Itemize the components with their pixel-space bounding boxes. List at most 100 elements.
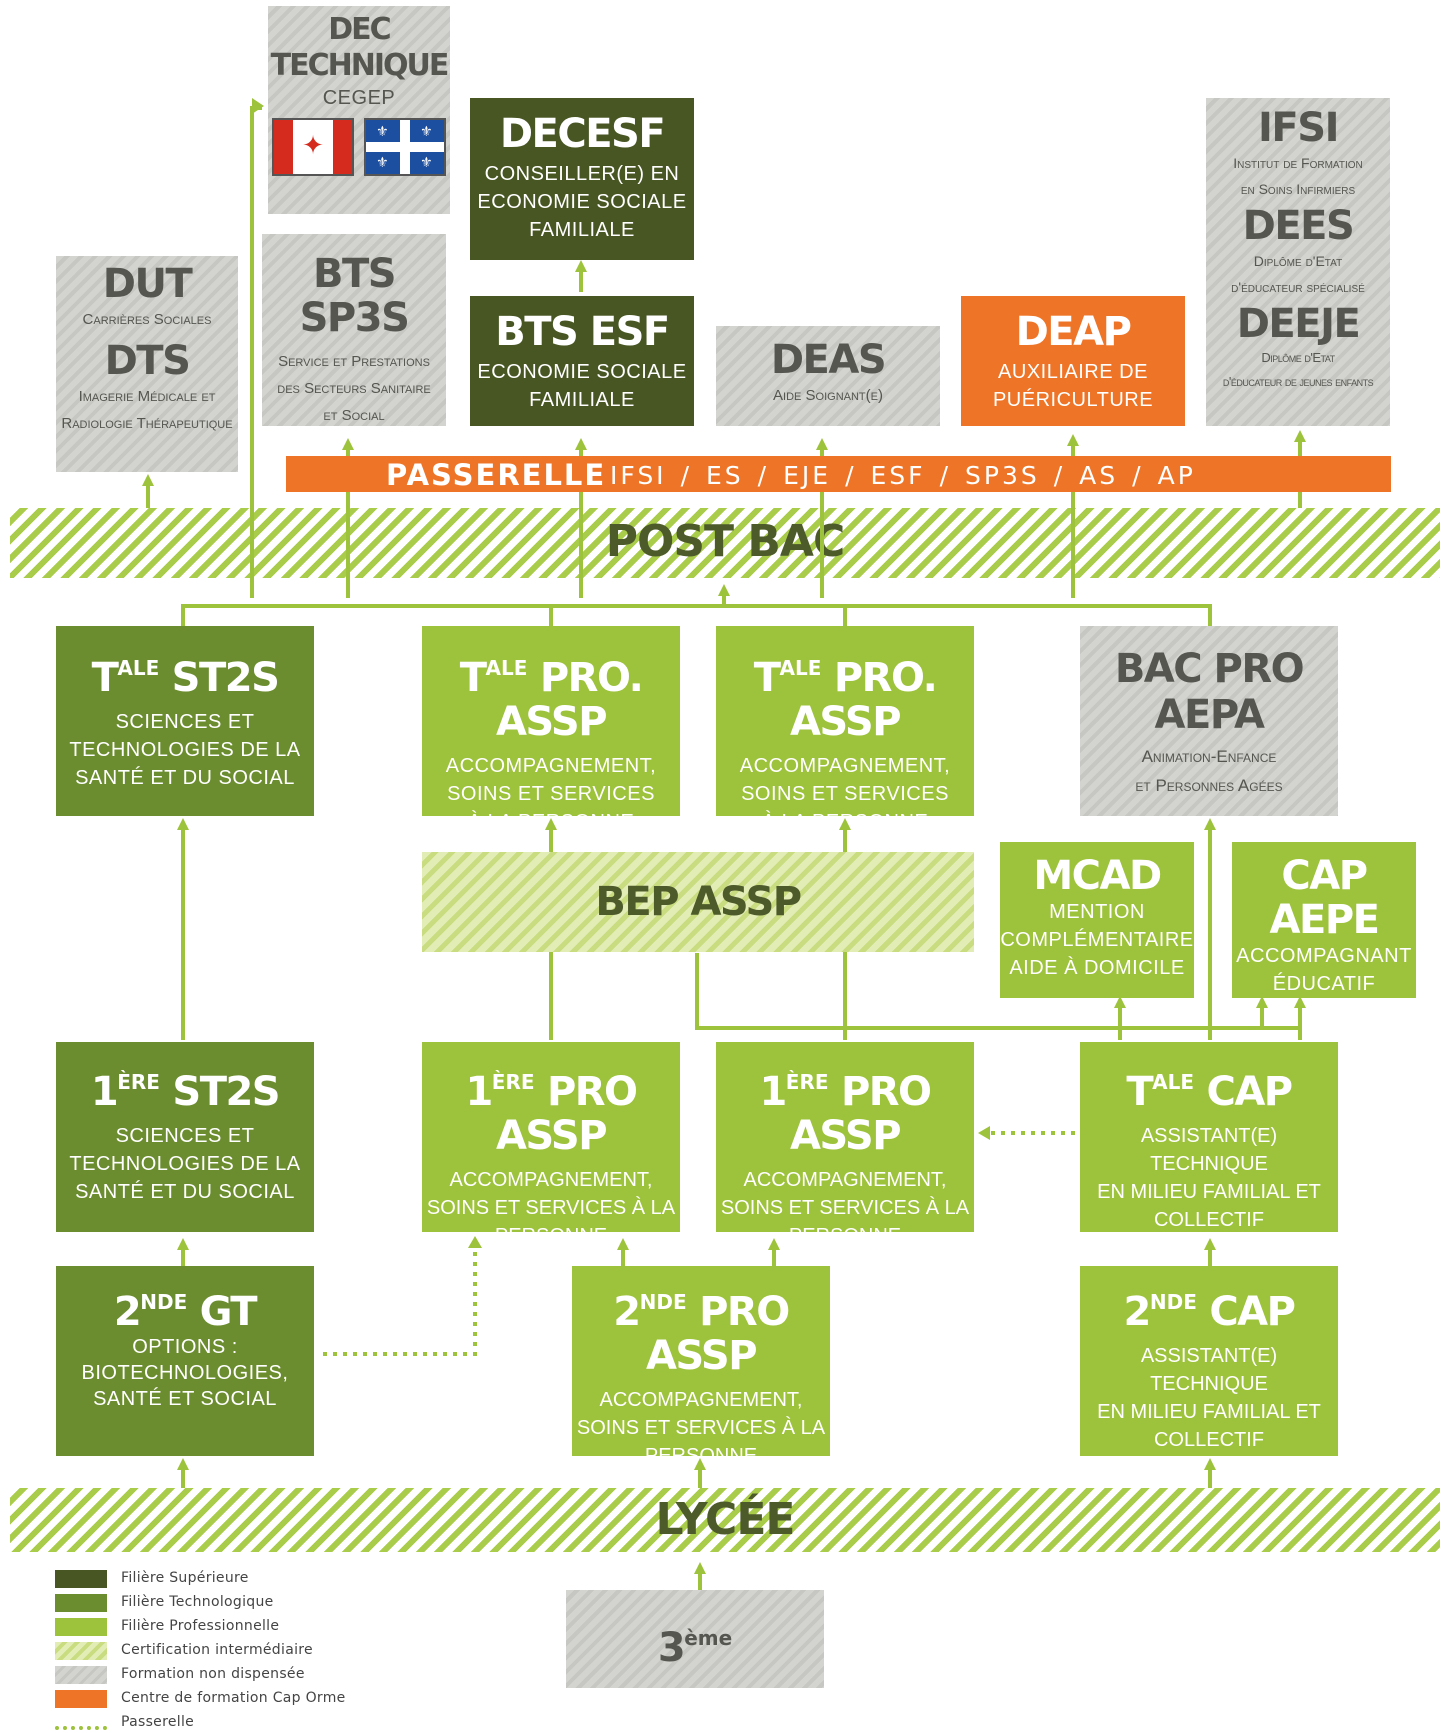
decesf-box: DECESF CONSEILLER(E) EN ECONOMIE SOCIALE… [470, 98, 694, 260]
post-bac-label: POST BAC [605, 516, 846, 567]
lycee-label: LYCÉE [655, 1494, 796, 1545]
legend-label: Filière Technologique [121, 1594, 274, 1610]
dees-title: DEES [1242, 203, 1355, 249]
bts-esf-title: BTS ESF [495, 309, 670, 355]
passerelle-separator: / [757, 461, 770, 490]
legend-label: Filière Professionnelle [121, 1618, 280, 1634]
legend-swatch [55, 1570, 107, 1588]
passerelle-items: IFSI/ES/EJE/ESF/SP3S/AS/AP [610, 461, 1210, 490]
passerelle-item: ES [706, 461, 744, 490]
bts-esf-sub: ECONOMIE SOCIALE FAMILIALE [477, 361, 687, 411]
bac-pro-aepa-title: BAC PRO AEPA [1114, 646, 1305, 738]
deap-box: DEAP AUXILIAIRE DE PUÉRICULTURE [961, 296, 1185, 426]
cap-aepe-sub: ACCOMPAGNANT ÉDUCATIF PETITE ENFANCE [1236, 945, 1412, 995]
tale-pro-domicile-box: TALE PRO. ASSP ACCOMPAGNEMENT, SOINS ET … [716, 626, 974, 816]
bts-sp3s-title: BTS SP3S [299, 251, 410, 341]
legend-swatch [55, 1720, 107, 1730]
premiere-st2s-box: 1ÈRE ST2S SCIENCES ET TECHNOLOGIES DE LA… [56, 1042, 314, 1232]
dees-sub: Diplôme d'Etat d'éducateur spécialisé [1231, 253, 1365, 295]
dut-sub: Carrières Sociales [82, 311, 212, 328]
bts-sp3s-box: BTS SP3S Service et Prestations des Sect… [262, 234, 446, 426]
canada-flag-icon: ✦ [272, 118, 354, 176]
deeje-title: DEEJE [1236, 301, 1361, 347]
legend-swatch [55, 1690, 107, 1708]
passerelle-item: AP [1157, 461, 1196, 490]
dts-title: DTS [104, 338, 191, 384]
passerelle-item: ESF [870, 461, 926, 490]
lycee-band: LYCÉE [10, 1488, 1440, 1552]
legend-label: Passerelle [121, 1714, 195, 1730]
passerelle-separator: / [845, 461, 857, 490]
passerelle-item: SP3S [965, 461, 1040, 490]
passerelle-separator: / [939, 461, 951, 490]
deas-sub: Aide Soignant(e) [773, 387, 883, 404]
dts-sub: Imagerie Médicale et Radiologie Thérapeu… [61, 388, 233, 432]
passerelle-separator: / [680, 461, 692, 490]
tale-pro-structure-box: TALE PRO. ASSP ACCOMPAGNEMENT, SOINS ET … [422, 626, 680, 816]
legend-label: Formation non dispensée [121, 1666, 305, 1682]
quebec-flag-icon: ⚜ ⚜ ⚜ ⚜ [364, 118, 446, 176]
ifsi-title: IFSI [1258, 105, 1339, 151]
troisieme-title: 3ème [657, 1625, 733, 1671]
deap-title: DEAP [1015, 309, 1132, 355]
bts-esf-box: BTS ESF ECONOMIE SOCIALE FAMILIALE [470, 296, 694, 426]
deas-box: DEAS Aide Soignant(e) [716, 326, 940, 426]
premiere-pro-domicile-title: 1ÈRE PRO ASSP [759, 1069, 932, 1159]
passerelle-separator: / [1053, 461, 1066, 490]
seconde-gt-box: 2NDE GT OPTIONS : BIOTECHNOLOGIES, SANTÉ… [56, 1266, 314, 1456]
tale-pro-domicile-sub: ACCOMPAGNEMENT, SOINS ET SERVICES À LA P… [739, 755, 951, 816]
premiere-st2s-title: 1ÈRE ST2S [90, 1069, 281, 1115]
legend-swatch [55, 1642, 107, 1660]
legend-swatch [55, 1618, 107, 1636]
cap-aepe-box: CAP AEPE ACCOMPAGNANT ÉDUCATIF PETITE EN… [1232, 842, 1416, 998]
legend-label: Centre de formation Cap Orme [121, 1690, 346, 1706]
bep-assp-box: BEP ASSP [422, 852, 974, 952]
legend-swatch [55, 1594, 107, 1612]
dec-technique-title: DEC TECHNIQUE [270, 12, 450, 83]
ifsi-sub: Institut de Formation en Soins Infirmier… [1233, 155, 1363, 197]
seconde-gt-sub: OPTIONS : BIOTECHNOLOGIES, SANTÉ ET SOCI… [81, 1336, 289, 1410]
tale-pro-domicile-title: TALE PRO. ASSP [753, 655, 938, 745]
dec-technique-sub: CEGEP [322, 87, 396, 109]
bac-pro-aepa-box: BAC PRO AEPA Animation-Enfance et Person… [1080, 626, 1338, 816]
passerelle-item: IFSI [610, 461, 667, 490]
mcad-sub: MENTION COMPLÉMENTAIRE AIDE À DOMICILE [1000, 901, 1194, 979]
decesf-sub: CONSEILLER(E) EN ECONOMIE SOCIALE FAMILI… [477, 163, 687, 241]
ifsi-box: IFSI Institut de Formation en Soins Infi… [1206, 98, 1390, 426]
legend-swatch [55, 1666, 107, 1684]
tale-cap-box: TALE CAP ASSISTANT(E) TECHNIQUE EN MILIE… [1080, 1042, 1338, 1232]
passerelle-item: EJE [783, 461, 832, 490]
tale-st2s-title: TALE ST2S [91, 655, 280, 701]
seconde-pro-title: 2NDE PRO ASSP [613, 1289, 790, 1379]
troisieme-box: 3ème [566, 1590, 824, 1688]
tale-pro-structure-title: TALE PRO. ASSP [459, 655, 644, 745]
passerelle-bar: PASSERELLE IFSI/ES/EJE/ESF/SP3S/AS/AP [286, 456, 1391, 492]
dut-box: DUT Carrières Sociales DTS Imagerie Médi… [56, 256, 238, 472]
passerelle-label: PASSERELLE [386, 458, 607, 492]
dec-technique-box: DEC TECHNIQUE CEGEP ✦ ⚜ ⚜ ⚜ ⚜ [268, 6, 450, 214]
mcad-title: MCAD [1033, 853, 1162, 899]
tale-cap-sub: ASSISTANT(E) TECHNIQUE EN MILIEU FAMILIA… [1097, 1125, 1321, 1231]
deap-sub: AUXILIAIRE DE PUÉRICULTURE [992, 361, 1154, 411]
bts-sp3s-sub: Service et Prestations des Secteurs Sani… [277, 353, 431, 424]
premiere-pro-structure-box: 1ÈRE PRO ASSP ACCOMPAGNEMENT, SOINS ET S… [422, 1042, 680, 1232]
seconde-pro-sub: ACCOMPAGNEMENT, SOINS ET SERVICES À LA P… [576, 1389, 826, 1456]
seconde-cap-box: 2NDE CAP ASSISTANT(E) TECHNIQUE EN MILIE… [1080, 1266, 1338, 1456]
bep-assp-title: BEP ASSP [595, 879, 802, 925]
premiere-pro-domicile-sub: ACCOMPAGNEMENT, SOINS ET SERVICES À LA P… [720, 1169, 970, 1232]
tale-pro-structure-sub: ACCOMPAGNEMENT, SOINS ET SERVICES À LA P… [445, 755, 657, 816]
premiere-st2s-sub: SCIENCES ET TECHNOLOGIES DE LA SANTÉ ET … [69, 1125, 301, 1203]
cap-aepe-title: CAP AEPE [1269, 853, 1380, 943]
tale-st2s-box: TALE ST2S SCIENCES ET TECHNOLOGIES DE LA… [56, 626, 314, 816]
premiere-pro-structure-sub: ACCOMPAGNEMENT, SOINS ET SERVICES À LA P… [426, 1169, 676, 1232]
legend-label: Certification intermédiaire [121, 1642, 313, 1658]
seconde-cap-title: 2NDE CAP [1123, 1289, 1296, 1335]
seconde-pro-box: 2NDE PRO ASSP ACCOMPAGNEMENT, SOINS ET S… [572, 1266, 830, 1456]
legend-label: Filière Supérieure [121, 1570, 249, 1586]
tale-st2s-sub: SCIENCES ET TECHNOLOGIES DE LA SANTÉ ET … [69, 711, 301, 789]
seconde-gt-title: 2NDE GT [113, 1289, 258, 1335]
passerelle-separator: / [1132, 461, 1144, 490]
premiere-pro-structure-title: 1ÈRE PRO ASSP [465, 1069, 638, 1159]
tale-cap-title: TALE CAP [1126, 1069, 1293, 1115]
dut-title: DUT [102, 261, 193, 307]
